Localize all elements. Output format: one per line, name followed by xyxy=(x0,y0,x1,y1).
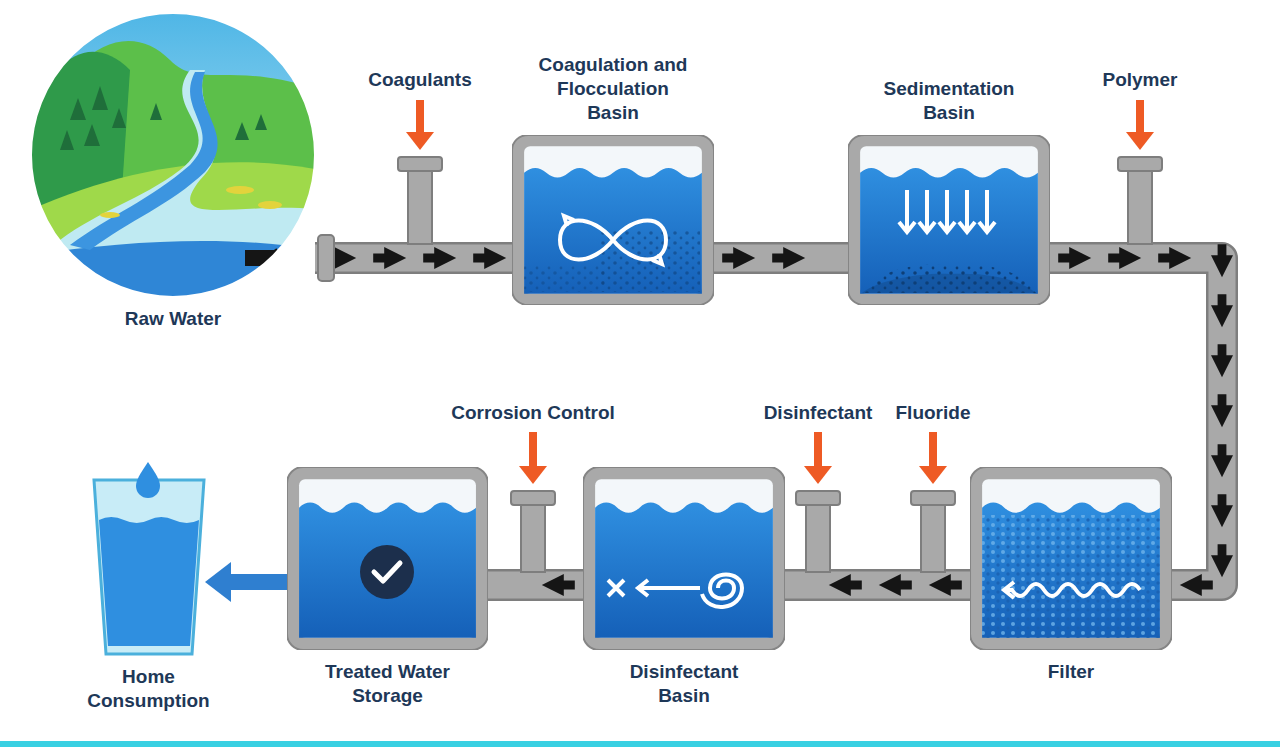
tank-box: Disinfectant Basin xyxy=(583,467,785,650)
flow-arrow xyxy=(1211,494,1233,527)
node-label: Filter xyxy=(971,660,1171,684)
chemical-label: Corrosion Control xyxy=(451,401,615,425)
flow-arrow xyxy=(473,247,506,269)
tank-box: Filter xyxy=(970,467,1172,650)
flow-arrow xyxy=(1058,247,1091,269)
flow-arrow xyxy=(1211,344,1233,377)
flow-arrow xyxy=(772,247,805,269)
flow-arrow xyxy=(1108,247,1141,269)
chemical-label: Disinfectant xyxy=(764,401,873,425)
flow-arrow xyxy=(1158,247,1191,269)
pipe-connector xyxy=(714,247,848,269)
flow-arrow xyxy=(542,574,575,596)
flow-arrow xyxy=(929,574,962,596)
node-label: Raw Water xyxy=(63,307,283,331)
flow-arrow xyxy=(722,247,755,269)
flow-arrow xyxy=(829,574,862,596)
tank-box: Coagulation and Flocculation Basin xyxy=(512,135,714,305)
flow-arrow xyxy=(1211,244,1233,277)
pipe-connector xyxy=(488,574,583,596)
chemical-label: Fluoride xyxy=(896,401,971,425)
flow-arrow xyxy=(423,247,456,269)
flow-arrow xyxy=(879,574,912,596)
flow-arrow xyxy=(1211,394,1233,427)
node-label: Coagulation and Flocculation Basin xyxy=(531,53,696,125)
chemical-label: Polymer xyxy=(1103,68,1178,92)
flow-arrow xyxy=(1211,294,1233,327)
pipe-connector xyxy=(315,247,512,269)
chemical-label: Coagulants xyxy=(368,68,471,92)
flow-arrow xyxy=(373,247,406,269)
node-label: Treated Water Storage xyxy=(303,660,473,708)
tank-box: Treated Water Storage xyxy=(287,467,488,650)
source-circle: Raw Water xyxy=(31,13,315,297)
delivery-arrow xyxy=(205,562,287,602)
node-label: Home Consumption xyxy=(74,665,224,713)
flow-arrow xyxy=(1180,574,1213,596)
node-label: Disinfectant Basin xyxy=(604,660,764,708)
glass-node: Home Consumption xyxy=(92,470,205,655)
flow-arrow xyxy=(1211,444,1233,477)
flow-arrow xyxy=(1211,544,1233,577)
node-label: Sedimentation Basin xyxy=(867,77,1032,125)
pipe-connector xyxy=(785,574,970,596)
tank-box: Sedimentation Basin xyxy=(848,135,1050,305)
